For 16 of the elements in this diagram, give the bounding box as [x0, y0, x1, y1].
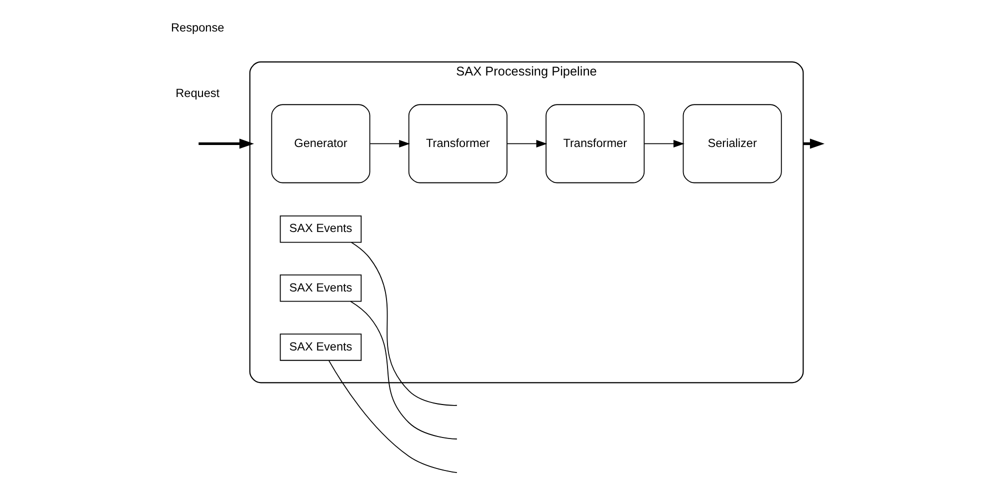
node-box: SAX Events — [280, 274, 362, 302]
node-box: Generator — [271, 104, 370, 184]
node-box: SAX Events — [280, 215, 362, 243]
node-box: Transformer — [408, 104, 508, 184]
connector — [328, 360, 458, 474]
arrow — [644, 140, 684, 148]
node-box: SAX Events — [280, 334, 362, 361]
arrow — [506, 140, 548, 148]
arrow — [198, 138, 254, 149]
arrow — [370, 140, 410, 148]
node-box: Transformer — [546, 104, 645, 184]
label: Request — [176, 86, 220, 100]
connector — [350, 300, 458, 440]
label: Response — [171, 20, 224, 34]
connector — [350, 242, 458, 406]
node-box: Serializer — [682, 104, 782, 184]
